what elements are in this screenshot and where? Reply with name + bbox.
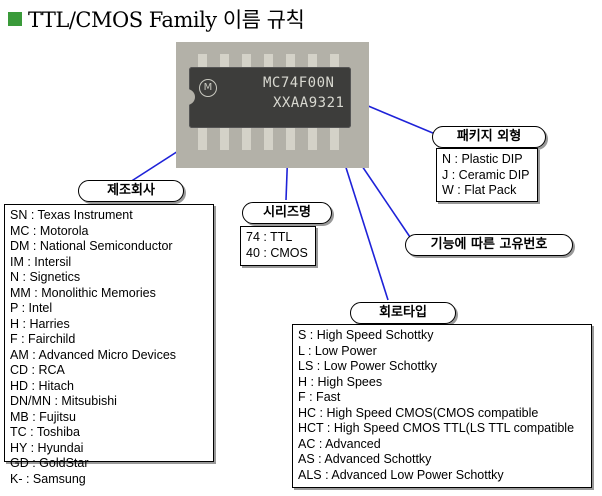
- list-item: L : Low Power: [298, 343, 377, 358]
- series-list: 74 : TTL 40 : CMOS: [240, 226, 316, 266]
- chip-body: M MC74F00N XXAA9321: [185, 67, 351, 128]
- list-item: F : Fast: [298, 390, 341, 404]
- chip-pin: [242, 128, 251, 150]
- list-item: AM : Advanced Micro Devices: [10, 347, 177, 362]
- list-item: DN/MN : Mitsubishi: [10, 394, 117, 408]
- list-item: MM : Monolithic Memories: [10, 285, 156, 300]
- list-item: J : Ceramic DIP: [442, 167, 530, 182]
- chip-pin: [330, 54, 339, 68]
- list-item: HD : Hitach: [10, 378, 74, 393]
- list-item: K- : Samsung: [10, 471, 86, 486]
- list-item: DM : National Semiconductor: [10, 239, 173, 253]
- chip-date-code: XXAA9321: [273, 95, 345, 111]
- chip-pin: [286, 54, 295, 68]
- package-list: N : Plastic DIP J : Ceramic DIP W : Flat…: [436, 148, 538, 202]
- list-item: 40 : CMOS: [246, 245, 308, 260]
- chip-pin: [220, 128, 229, 150]
- chip-notch: [185, 89, 195, 105]
- list-item: HCT : High Speed CMOS TTL(LS TTL compati…: [298, 421, 575, 435]
- label-manufacturer: 제조회사: [78, 180, 184, 202]
- list-item: ALS : Advanced Low Power Schottky: [298, 467, 504, 482]
- list-item: HC : High Speed CMOS(CMOS compatible: [298, 405, 539, 420]
- list-item: 74 : TTL: [246, 230, 293, 244]
- list-item: H : Harries: [10, 316, 70, 331]
- list-item: LS : Low Power Schottky: [298, 359, 437, 373]
- chip-pin: [198, 128, 207, 150]
- list-item: CD : RCA: [10, 363, 65, 377]
- list-item: W : Flat Pack: [442, 183, 517, 197]
- list-item: HY : Hyundai: [10, 440, 84, 455]
- chip-pin: [198, 54, 207, 68]
- list-item: S : High Speed Schottky: [298, 328, 434, 342]
- list-item: SN : Texas Instrument: [10, 208, 133, 222]
- list-item: AS : Advanced Schottky: [298, 452, 432, 466]
- manufacturer-list: SN : Texas Instrument MC : Motorola DM :…: [4, 204, 214, 486]
- bullet-square-icon: [8, 12, 22, 26]
- chip-pin: [308, 54, 317, 68]
- list-item: IM : Intersil: [10, 254, 72, 269]
- list-item: TC : Toshiba: [10, 425, 80, 439]
- chip-part-number: MC74F00N: [263, 75, 335, 91]
- list-item: H : High Spees: [298, 374, 383, 389]
- motorola-logo-icon: M: [199, 79, 217, 97]
- chip-pin: [330, 128, 339, 150]
- chip-pin: [264, 54, 273, 68]
- list-item: AC : Advanced: [298, 436, 381, 451]
- label-package: 패키지 외형: [432, 126, 546, 148]
- chip-pin: [220, 54, 229, 68]
- list-item: GD : GoldStar: [10, 456, 89, 470]
- list-item: N : Plastic DIP: [442, 152, 523, 166]
- label-series: 시리즈명: [242, 202, 332, 224]
- label-function: 기능에 따른 고유번호: [405, 234, 573, 256]
- label-circuit: 회로타입: [350, 302, 456, 324]
- page-title: TTL/CMOS Family 이름 규칙: [8, 4, 305, 34]
- list-item: P : Intel: [10, 301, 53, 315]
- list-item: F : Fairchild: [10, 332, 76, 346]
- list-item: MC : Motorola: [10, 223, 89, 238]
- chip-pin: [264, 128, 273, 150]
- circuit-type-list: S : High Speed Schottky L : Low Power LS…: [292, 324, 592, 488]
- list-item: N : Signetics: [10, 270, 81, 284]
- title-text: TTL/CMOS Family 이름 규칙: [28, 8, 305, 32]
- chip-pin: [242, 54, 251, 68]
- list-item: MB : Fujitsu: [10, 409, 76, 424]
- chip-pin: [286, 128, 295, 150]
- chip-pin: [308, 128, 317, 150]
- chip-photo: M MC74F00N XXAA9321: [176, 42, 369, 168]
